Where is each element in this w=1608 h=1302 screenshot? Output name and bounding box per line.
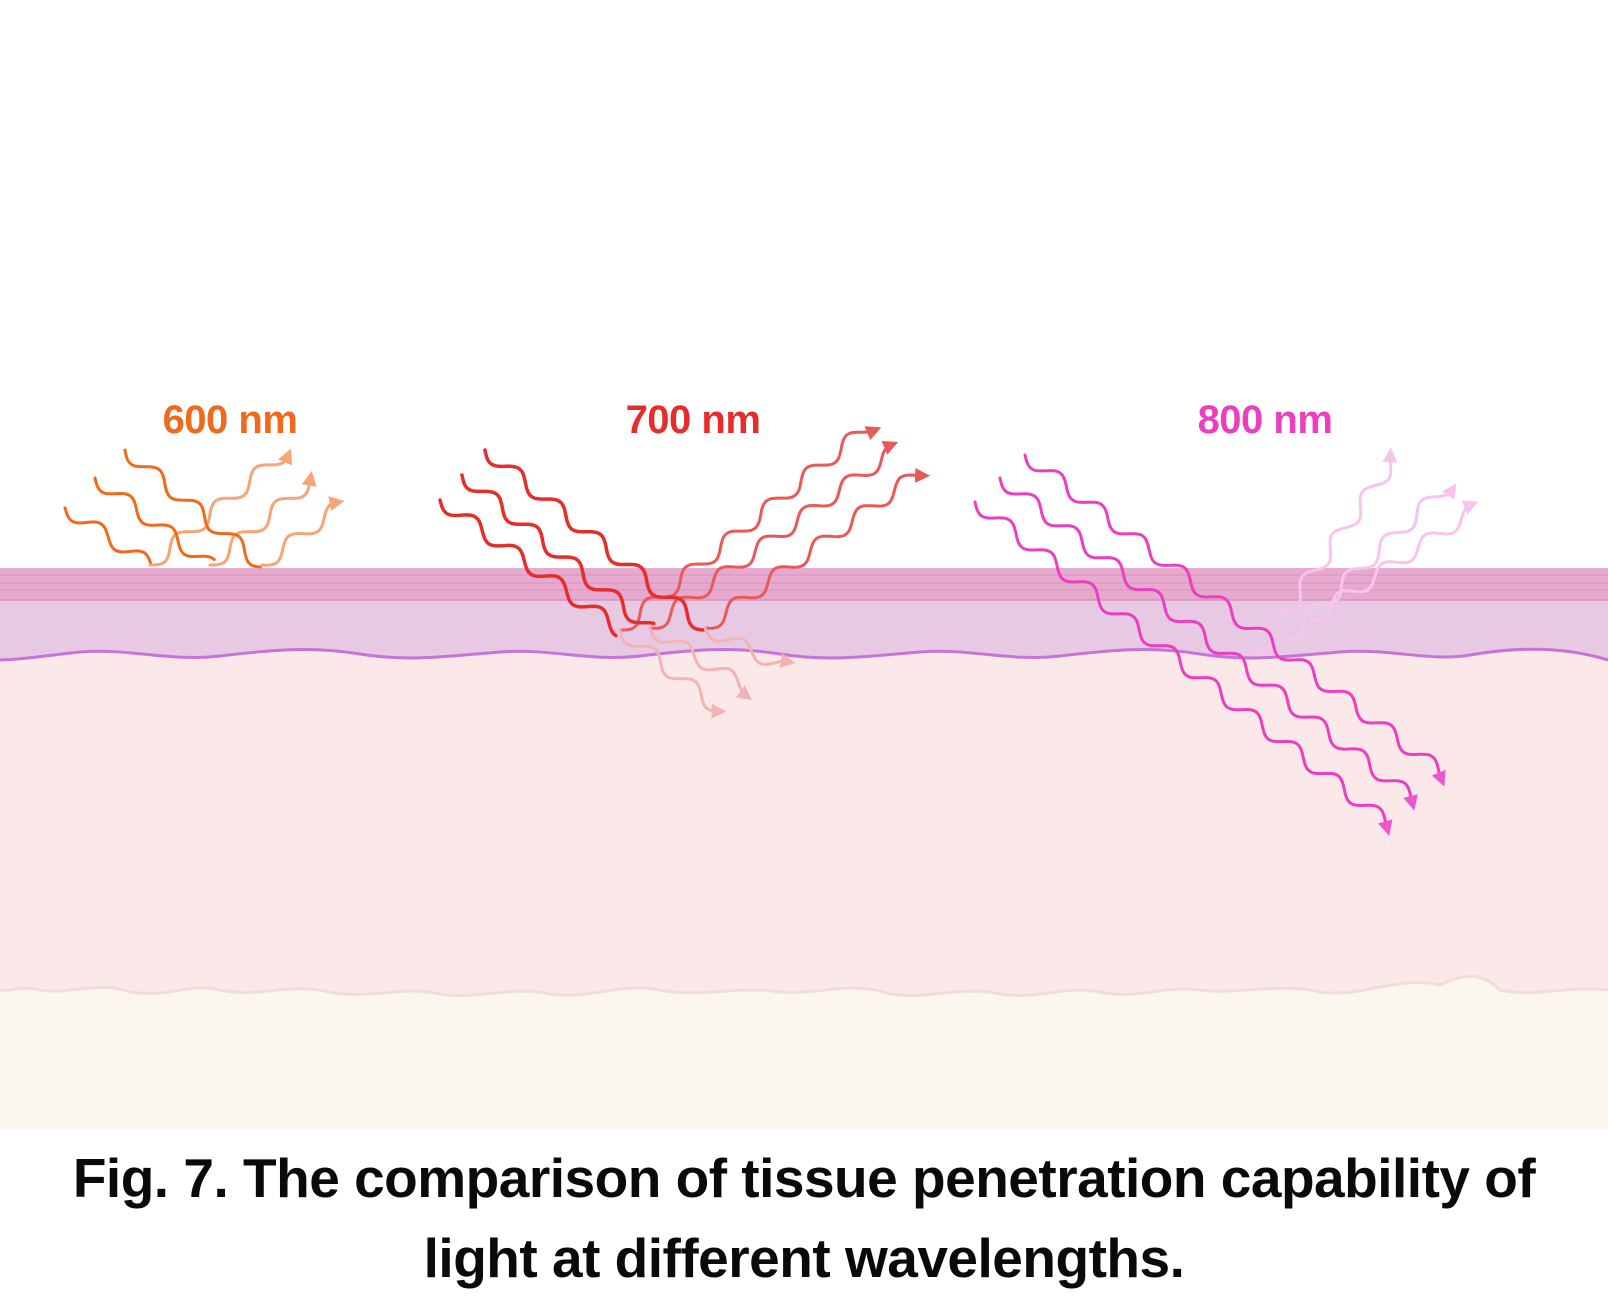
- rays-700nm: [438, 426, 931, 719]
- caption-line-1: Fig. 7. The comparison of tissue penetra…: [72, 1147, 1536, 1209]
- ray-600-reflected: [260, 496, 345, 567]
- hypodermis-edge: [0, 974, 1608, 997]
- ray-800-reflected: [1253, 447, 1398, 657]
- ray-700-reflected: [648, 440, 899, 630]
- ray-800-transmitted: [973, 500, 1393, 836]
- tissue-diagram: [0, 426, 1608, 1130]
- ray-600-incident: [63, 506, 153, 566]
- label-600nm: 600 nm: [162, 398, 298, 442]
- ray-600-reflected: [148, 448, 293, 567]
- ray-600-incident: [123, 448, 262, 569]
- dermis-layer: [0, 640, 1608, 996]
- label-700nm: 700 nm: [625, 398, 761, 442]
- ray-600-incident: [93, 476, 216, 561]
- ray-800-transmitted: [998, 476, 1418, 811]
- ray-800-reflected: [1283, 483, 1457, 642]
- ray-700-incident: [438, 498, 618, 638]
- ray-700-incident: [460, 473, 656, 626]
- ray-700-transmitted: [703, 626, 796, 669]
- caption-line-2: light at different wavelengths.: [423, 1227, 1185, 1289]
- ray-700-reflected: [703, 467, 931, 630]
- figure-caption: Fig. 7. The comparison of tissue penetra…: [0, 1138, 1608, 1298]
- ray-700-incident: [483, 448, 706, 632]
- rays-600nm: [63, 448, 345, 569]
- rays-800nm: [973, 447, 1479, 836]
- label-800nm: 800 nm: [1197, 398, 1333, 442]
- ray-700-transmitted: [618, 628, 727, 719]
- ray-800-transmitted: [1023, 453, 1446, 787]
- ray-800-reflected: [1308, 500, 1479, 623]
- surface-layer: [0, 568, 1608, 600]
- ray-700-transmitted: [648, 626, 753, 701]
- ray-600-reflected: [208, 470, 317, 567]
